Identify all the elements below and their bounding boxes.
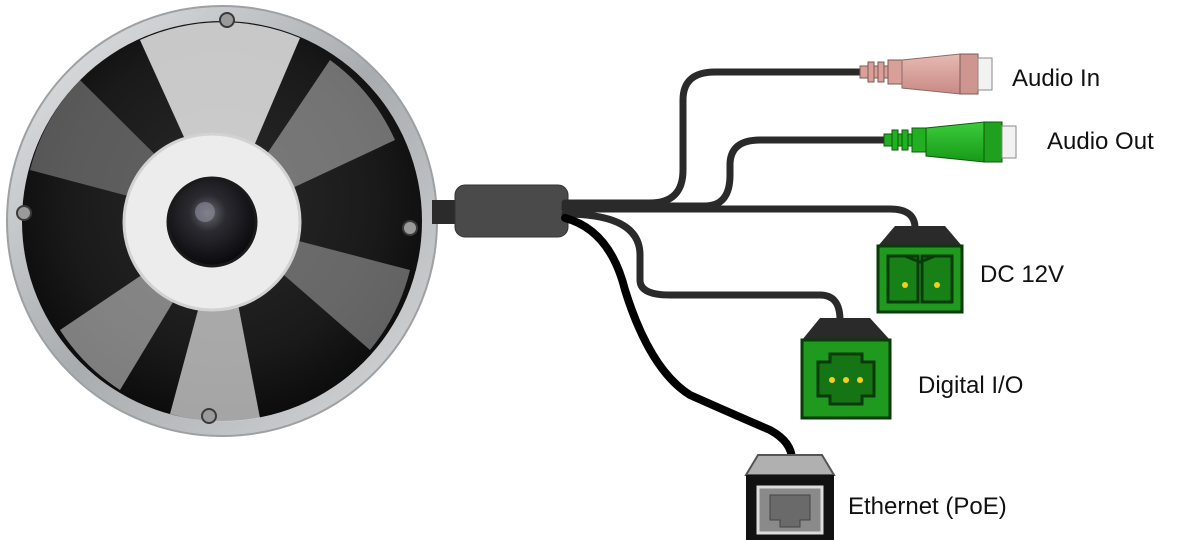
label-digital-io: Digital I/O: [918, 374, 1023, 398]
audio-jack-icon: [860, 54, 992, 94]
label-dc-12v: DC 12V: [980, 263, 1064, 287]
fisheye-camera-icon: [7, 6, 437, 436]
label-ethernet: Ethernet (PoE): [848, 495, 1007, 519]
cable-hub: [432, 185, 568, 237]
lens: [168, 178, 256, 266]
rj45-jack-icon: [746, 455, 834, 540]
label-audio-out: Audio Out: [1047, 130, 1154, 154]
audio-jack-icon: [884, 122, 1016, 162]
power-terminal-icon: [878, 226, 962, 312]
io-terminal-icon: [802, 318, 890, 418]
label-audio-in: Audio In: [1012, 67, 1100, 91]
